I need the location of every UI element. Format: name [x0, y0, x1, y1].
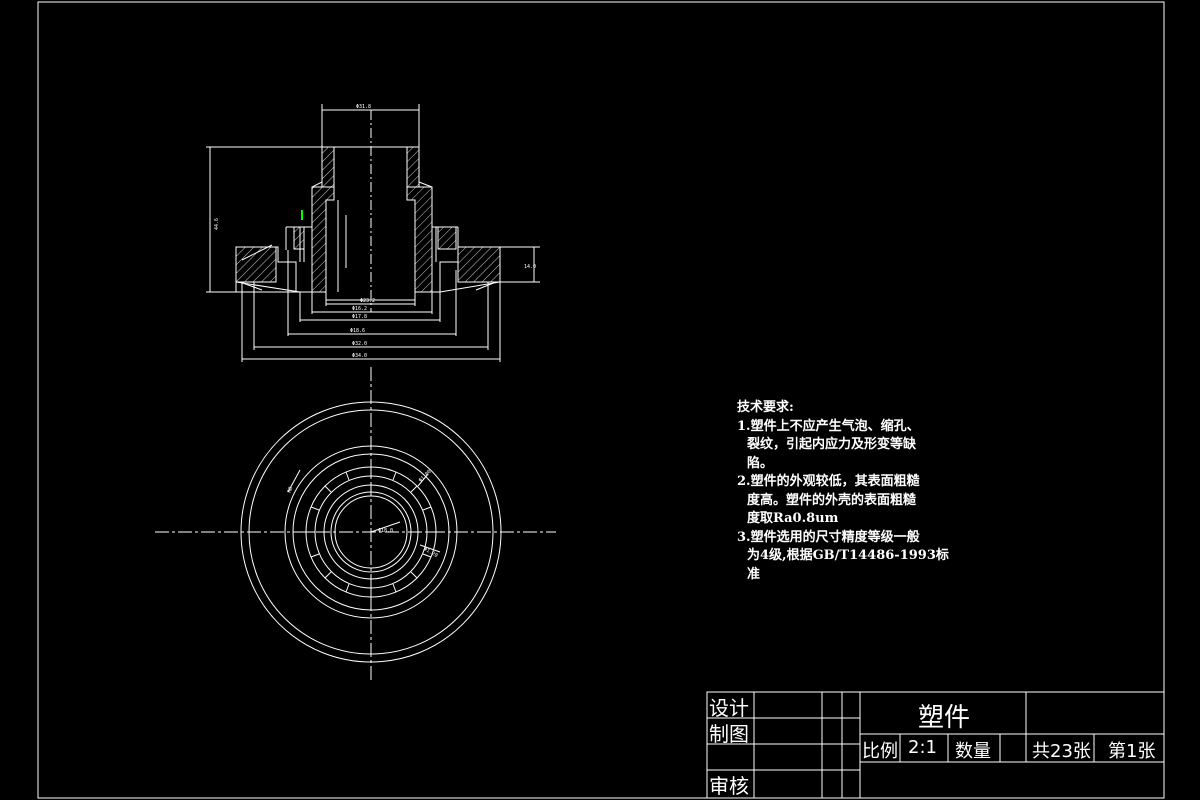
sheet-number: 第1张	[1108, 741, 1156, 762]
hatch-right-wall	[406, 186, 433, 293]
svg-text:Φ31.8: Φ31.8	[356, 104, 371, 110]
tech-req-line: 度高。塑件的外壳的表面粗糙	[747, 492, 917, 508]
tech-req-heading: 技术要求:	[737, 400, 794, 415]
hatch-left-rib	[293, 226, 305, 250]
hatch-right-rib	[437, 226, 457, 250]
hatch-left-hub	[321, 146, 335, 188]
tech-req-line: 度取Ra0.8um	[747, 511, 839, 526]
svg-text:Φ18.6: Φ18.6	[350, 328, 365, 334]
svg-text:Φ18.0: Φ18.0	[378, 528, 393, 534]
technical-requirements: 技术要求: 1.塑件上不应产生气泡、缩孔、 裂纹，引起内应力及形变等缺 陷。 2…	[737, 399, 967, 584]
total-sheets: 共23张	[1032, 741, 1091, 762]
scale-label: 比例	[862, 741, 898, 762]
outer-circle	[240, 401, 502, 663]
svg-text:Φ16.2: Φ16.2	[352, 306, 367, 312]
svg-text:Φ32.0: Φ32.0	[352, 341, 367, 347]
tech-req-line: 2.塑件的外观较低，其表面粗糙	[737, 474, 920, 489]
hatch-left-wall	[311, 186, 335, 293]
title-block	[706, 691, 1165, 799]
hatch-right-flange	[457, 246, 501, 283]
tech-req-line: 3.塑件选用的尺寸精度等级一般	[737, 529, 920, 545]
hatch-right-hub	[406, 146, 420, 188]
drawing-frame	[37, 1, 1165, 799]
tech-req-line: 陷。	[747, 455, 774, 471]
tech-req-line: 准	[747, 566, 761, 582]
dimension-texts: Φ31.8 44.6 Φ23.2 Φ16.2 Φ17.8 Φ18.6 Φ32.0…	[214, 104, 536, 359]
section-outline-right	[418, 147, 501, 293]
tech-req-line: 裂纹，引起内应力及形变等缺	[747, 437, 917, 452]
tech-req-line: 为4级,根据GB/T14486-1993标	[747, 548, 949, 563]
svg-text:Φ34.0: Φ34.0	[352, 353, 367, 359]
scale-value: 2:1	[908, 737, 937, 758]
section-view	[206, 104, 540, 362]
title-draw-label: 制图	[709, 722, 749, 746]
rib-segments	[306, 467, 436, 597]
top-view	[155, 367, 556, 680]
tech-req-line: 1.塑件上不应产生气泡、缩孔、	[737, 418, 920, 434]
svg-text:R8: R8	[287, 486, 295, 494]
title-design-label: 设计	[709, 696, 749, 720]
svg-text:14.0: 14.0	[524, 264, 536, 270]
hatch-left-flange	[235, 246, 277, 283]
part-name: 塑件	[918, 703, 971, 733]
svg-text:Φ17.8: Φ17.8	[352, 314, 367, 320]
svg-text:Φ23.2: Φ23.2	[360, 298, 375, 304]
svg-text:44.6: 44.6	[214, 218, 220, 230]
quantity-label: 数量	[955, 741, 991, 762]
title-review-label: 审核	[709, 774, 749, 798]
